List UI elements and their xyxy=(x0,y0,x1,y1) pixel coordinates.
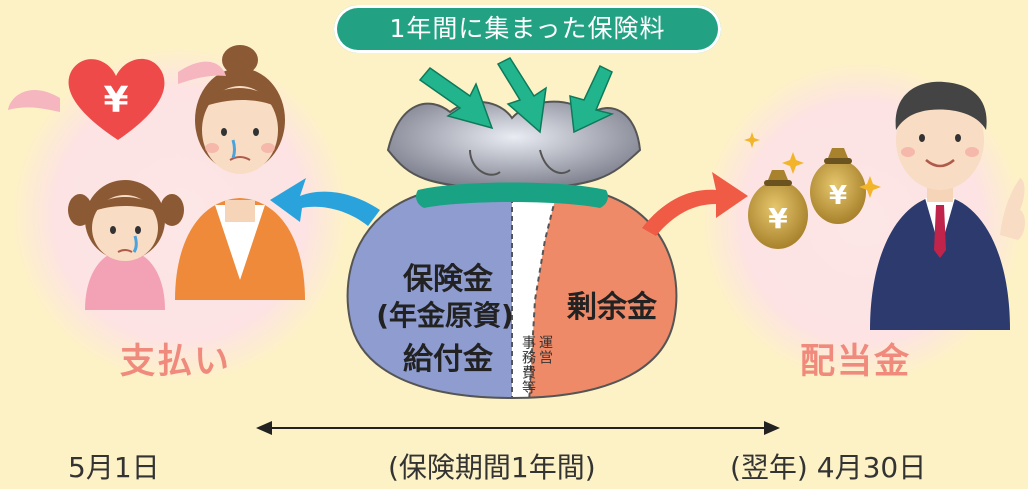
claims-label-line1: 保険金 xyxy=(403,262,493,297)
payment-label: 支払い xyxy=(120,342,232,382)
dividend-arrow xyxy=(642,172,748,236)
claims-label-line2: (年金原資) xyxy=(376,299,514,332)
timeline-line xyxy=(256,421,780,435)
sparkle-icon xyxy=(744,132,881,198)
businessman-illustration xyxy=(870,81,1025,330)
svg-text:¥: ¥ xyxy=(768,202,788,235)
ops-label-line2: 事務費等 xyxy=(520,335,536,395)
svg-text:¥: ¥ xyxy=(103,80,128,121)
dividend-label: 配当金 xyxy=(800,342,912,382)
end-date: (翌年) 4月30日 xyxy=(730,451,927,484)
payout-arrow xyxy=(270,178,380,226)
surplus-label: 剰余金 xyxy=(567,290,657,325)
title-pill: 1年間に集まった保険料 xyxy=(334,5,721,53)
ops-label-line1: 運営 xyxy=(537,335,553,365)
inflow-arrows xyxy=(418,57,615,134)
money-bag-yen-icon: ¥ ¥ xyxy=(748,148,866,249)
heart-yen-icon: ¥ xyxy=(8,58,226,140)
premium-bag xyxy=(346,100,678,400)
period-label: (保険期間1年間) xyxy=(388,451,596,484)
start-date: 5月1日 xyxy=(68,451,160,484)
svg-text:¥: ¥ xyxy=(829,181,847,211)
claims-label-line3: 給付金 xyxy=(403,342,493,377)
ops-section xyxy=(512,192,560,398)
bag-neck-band xyxy=(416,182,608,208)
daughter-illustration xyxy=(68,180,184,310)
mother-illustration xyxy=(175,45,305,300)
